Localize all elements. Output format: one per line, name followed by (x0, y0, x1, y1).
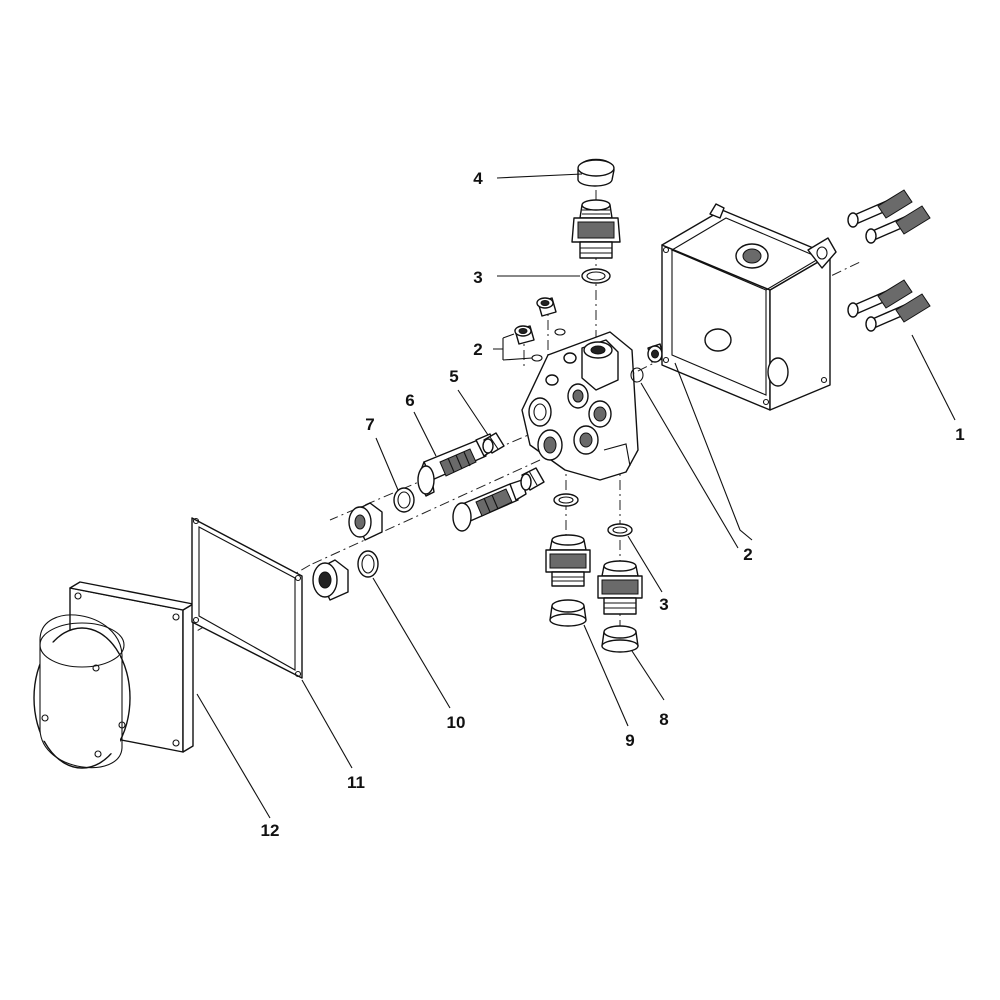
leader-lines (196, 173, 956, 819)
screw-anchor-3 (847, 279, 913, 318)
part-valve-body (521, 331, 639, 481)
part-o-ring-lower-left (553, 493, 579, 507)
part-7-o-ring (393, 487, 415, 513)
part-check-valve-lower (520, 467, 545, 491)
part-cap-nut-upper (348, 502, 383, 541)
callout-9: 9 (625, 731, 634, 750)
part-1-screws-anchors (847, 189, 931, 332)
part-connector-lower-right (597, 560, 643, 615)
part-5-check-valve-upper (482, 432, 505, 454)
callout-4: 4 (473, 169, 483, 188)
part-cartridge-lower (452, 479, 527, 532)
part-8-sleeve (601, 625, 639, 653)
part-12-cover-housing (33, 581, 194, 769)
callout-labels: 1 2 2 3 3 4 5 6 7 8 9 10 11 12 (261, 169, 965, 840)
part-3-o-ring-top (581, 268, 611, 284)
part-mounting-box (661, 203, 837, 411)
screw-anchor-1 (847, 189, 913, 228)
callout-3-lower: 3 (659, 595, 668, 614)
callout-3-upper: 3 (473, 268, 482, 287)
part-10-o-ring (357, 550, 379, 578)
callout-1: 1 (955, 425, 964, 444)
part-9-sleeve (549, 599, 587, 627)
part-3-o-ring-lower-right (607, 523, 633, 537)
screw-anchor-4 (865, 293, 931, 332)
screw-anchor-2 (865, 205, 931, 244)
part-connector-lower-left (545, 534, 591, 587)
callout-8: 8 (659, 710, 668, 729)
part-cap-nut-lower (312, 559, 349, 601)
callout-5: 5 (449, 367, 458, 386)
part-4-cap (577, 158, 615, 187)
callout-2-lower: 2 (743, 545, 752, 564)
callout-6: 6 (405, 391, 414, 410)
part-2-plugs (514, 297, 566, 362)
part-11-gasket (191, 517, 303, 679)
callout-10: 10 (447, 713, 466, 732)
part-2-plug-right (630, 343, 665, 383)
callout-11: 11 (347, 773, 365, 792)
callout-7: 7 (365, 415, 374, 434)
part-top-connector (571, 199, 621, 259)
callout-2-upper: 2 (473, 340, 482, 359)
callout-12: 12 (261, 821, 280, 840)
